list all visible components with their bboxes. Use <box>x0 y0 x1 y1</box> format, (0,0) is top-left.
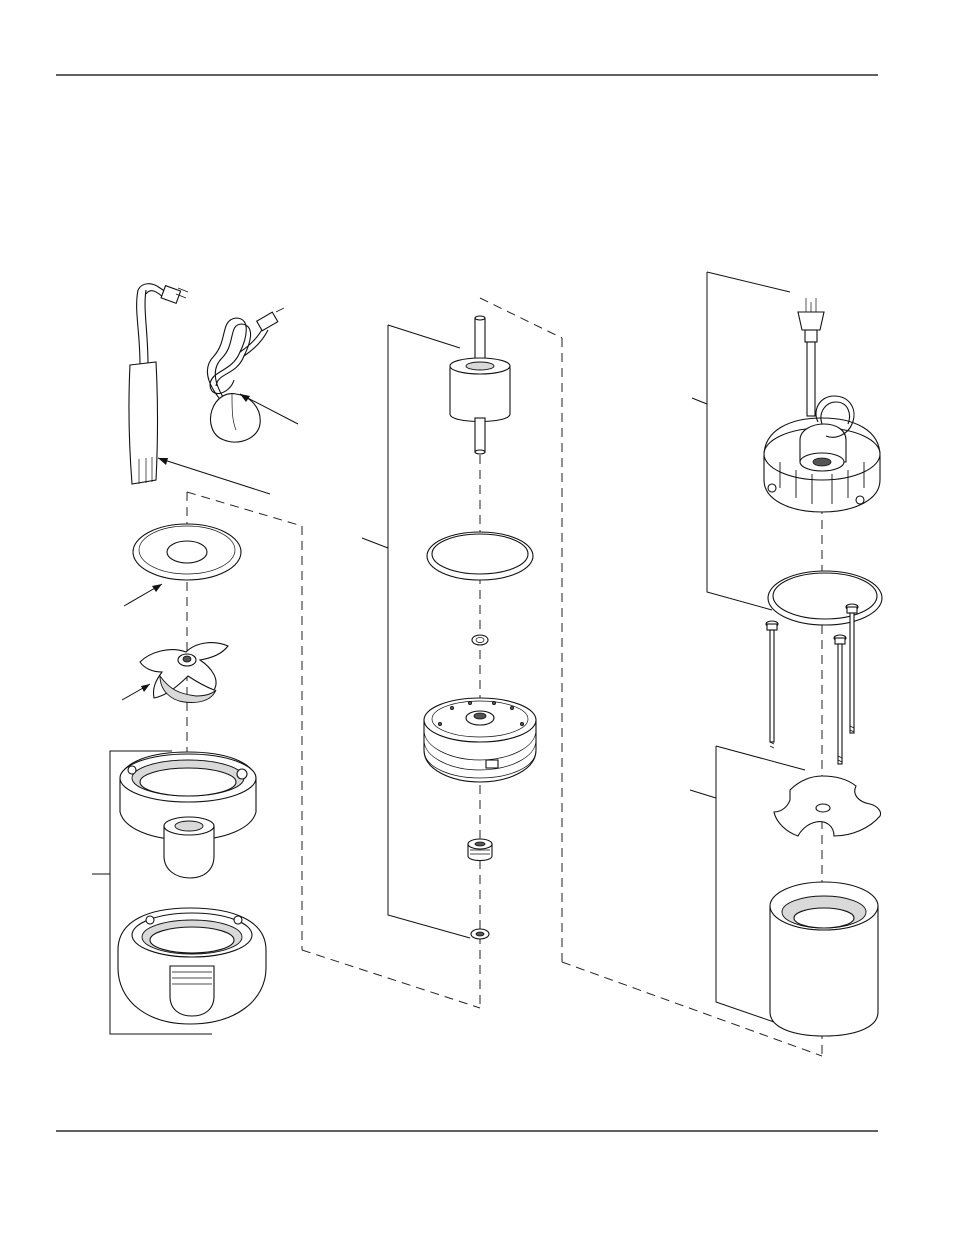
impeller <box>140 643 228 703</box>
pump-sleeve <box>770 882 878 1036</box>
washer <box>472 635 488 645</box>
gasket <box>133 524 241 580</box>
arrowhead <box>152 584 162 592</box>
volute <box>120 752 256 878</box>
bolt <box>766 621 778 748</box>
spacer-plate <box>774 776 881 836</box>
arrowhead <box>158 458 168 465</box>
retaining-ring <box>471 929 489 939</box>
leader-arrow <box>158 458 270 494</box>
motor-cover <box>764 396 880 512</box>
power-cord <box>798 298 824 416</box>
tether-float-switch <box>207 308 284 442</box>
cover-o-ring <box>768 571 882 625</box>
bolt <box>834 635 846 764</box>
shaft-seal <box>468 839 492 861</box>
stator-housing <box>424 698 536 782</box>
o-ring <box>427 532 533 580</box>
rotor-shaft <box>450 316 510 454</box>
arrowhead <box>141 684 150 692</box>
base <box>118 908 266 1024</box>
bolts <box>766 604 858 764</box>
float-switch <box>129 284 188 484</box>
